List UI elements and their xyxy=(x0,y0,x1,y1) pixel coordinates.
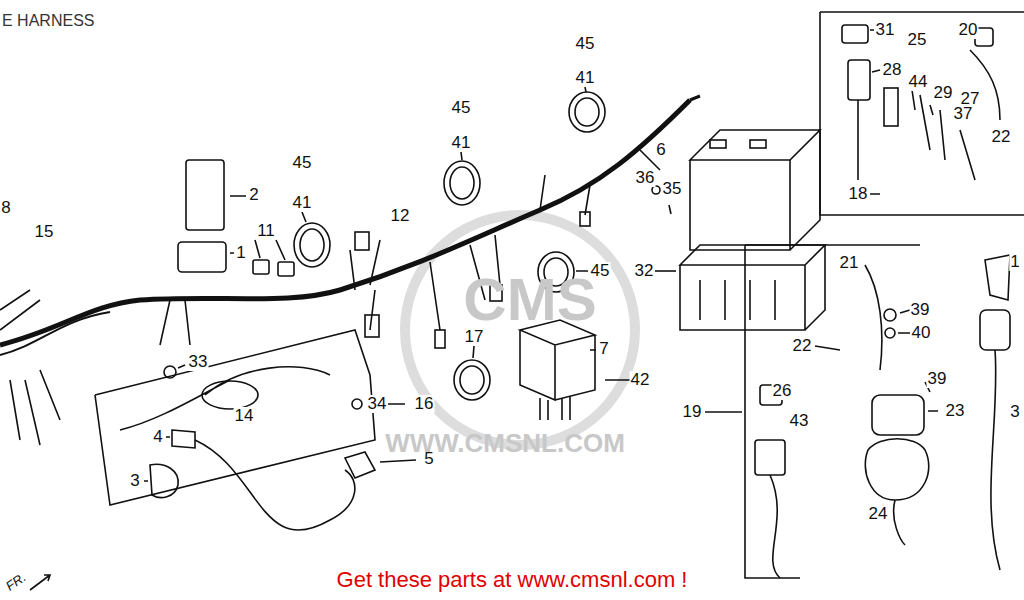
callout-number: 21 xyxy=(839,254,860,272)
callout-number: 6 xyxy=(655,141,666,159)
callout-number: 45 xyxy=(292,154,313,172)
callout-number: 8 xyxy=(0,199,11,217)
callout-number: 35 xyxy=(662,180,683,198)
callout-number: 31 xyxy=(875,21,896,39)
watermark: CMS xyxy=(462,269,597,331)
callout-number: 42 xyxy=(630,371,651,389)
callout-number: 29 xyxy=(933,84,954,102)
callout-number: 16 xyxy=(414,395,435,413)
callout-number: 2 xyxy=(248,186,259,204)
callout-number: 41 xyxy=(292,194,313,212)
callout-number: 41 xyxy=(575,69,596,87)
callout-number: 32 xyxy=(634,262,655,280)
callout-number: 4 xyxy=(152,428,163,446)
callout-number: 25 xyxy=(907,31,928,49)
callout-number: 24 xyxy=(868,505,889,523)
callout-number: 43 xyxy=(789,412,810,430)
watermark: WWW.CMSNL.COM xyxy=(384,429,626,457)
callout-number: 3 xyxy=(129,472,140,490)
parts-caption: Get these parts at www.cmsnl.com ! xyxy=(337,567,688,593)
diagram-title: E HARNESS xyxy=(2,12,94,30)
callout-number: 20 xyxy=(958,21,979,39)
callout-number: 7 xyxy=(598,340,609,358)
callout-number: 39 xyxy=(910,301,931,319)
direction-label: FR. xyxy=(1,568,30,596)
callout-number: 26 xyxy=(772,382,793,400)
callout-number: 44 xyxy=(908,73,929,91)
callout-number: 33 xyxy=(188,353,209,371)
callout-number: 41 xyxy=(451,134,472,152)
callout-number: 36 xyxy=(635,169,656,187)
callout-number: 40 xyxy=(911,324,932,342)
callout-number: 3 xyxy=(1009,403,1020,421)
callout-number: 22 xyxy=(991,128,1012,146)
callout-number: 18 xyxy=(848,185,869,203)
callout-number: 19 xyxy=(682,403,703,421)
callout-number: 12 xyxy=(390,207,411,225)
callout-number: 39 xyxy=(927,370,948,388)
callout-number: 15 xyxy=(34,223,55,241)
callout-number: 1 xyxy=(1009,253,1020,271)
callout-number: 23 xyxy=(945,402,966,420)
callout-number: 1 xyxy=(235,244,246,262)
callout-number: 34 xyxy=(367,395,388,413)
callout-number: 11 xyxy=(256,222,276,240)
callout-number: 28 xyxy=(882,61,903,79)
callout-number: 45 xyxy=(575,35,596,53)
callout-number: 14 xyxy=(234,407,255,425)
callout-number: 45 xyxy=(451,99,472,117)
callout-number: 37 xyxy=(953,105,974,123)
callout-number: 22 xyxy=(792,337,813,355)
